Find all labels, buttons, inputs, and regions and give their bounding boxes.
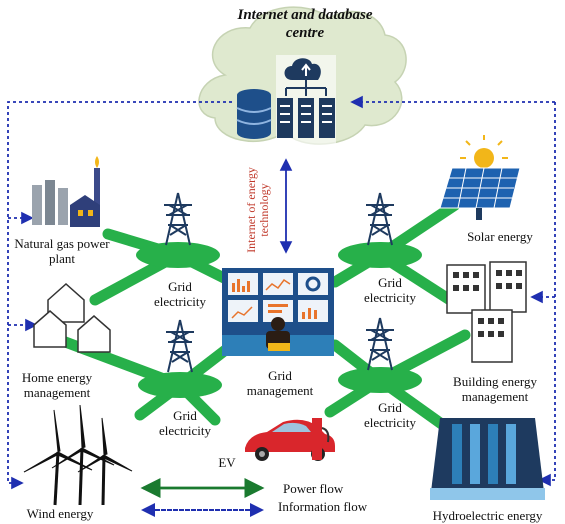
database-icon	[236, 89, 272, 139]
wind-energy-label: Wind energy	[26, 506, 94, 521]
natural-gas-line-2: plant	[49, 251, 75, 266]
ev-car-icon	[245, 418, 335, 461]
internet-of-energy-label: Internet of energy technology	[244, 150, 275, 270]
electricity-word: electricity	[364, 290, 416, 305]
electricity-word: electricity	[364, 415, 416, 430]
hydroelectric-energy-label: Hydroelectric energy	[432, 508, 543, 523]
building-line-2: management	[461, 389, 529, 404]
solar-panel-icon	[439, 135, 521, 220]
title-line-2: centre	[285, 25, 325, 41]
control-room-icon	[222, 268, 334, 356]
home-line-1: Home energy	[21, 370, 93, 385]
home-energy-label: Home energy management	[2, 370, 112, 400]
internet-database-title: Internet and database centre	[205, 6, 405, 42]
legend-information-flow-label: Information flow	[278, 499, 368, 514]
grid-word: Grid	[173, 408, 197, 423]
wind-turbine-icons	[23, 404, 133, 506]
grid-electricity-label-top-left: Grid electricity	[145, 279, 215, 309]
natural-gas-plant-label: Natural gas power plant	[2, 236, 122, 266]
houses-icon	[33, 282, 111, 353]
information-flow-lines	[7, 95, 556, 490]
iot-line-2: technology	[257, 183, 271, 237]
grid-electricity-label-bottom-left: Grid electricity	[150, 408, 220, 438]
title-line-1: Internet and database	[237, 7, 373, 23]
grid-node-ellipses	[136, 242, 422, 398]
grid-electricity-label-bottom-right: Grid electricity	[355, 400, 425, 430]
transmission-tower-icons	[164, 192, 394, 373]
hydro-dam-icon	[430, 418, 545, 500]
grid-word: Grid	[378, 400, 402, 415]
buildings-icon	[446, 261, 527, 363]
natural-gas-line-1: Natural gas power	[14, 236, 110, 251]
home-line-2: management	[23, 385, 91, 400]
building-energy-label: Building energy management	[430, 374, 560, 404]
grid-management-label: Grid management	[235, 368, 325, 398]
natural-gas-plant-icon	[32, 156, 100, 227]
grid-electricity-label-top-right: Grid electricity	[355, 275, 425, 305]
solar-energy-label: Solar energy	[467, 229, 533, 244]
cloud-server-icon	[276, 55, 336, 145]
grid-word: Grid	[168, 279, 192, 294]
management-word: management	[246, 383, 314, 398]
grid-word: Grid	[378, 275, 402, 290]
electricity-word: electricity	[159, 423, 211, 438]
ev-label: EV	[218, 455, 236, 470]
grid-word: Grid	[268, 368, 292, 383]
electricity-word: electricity	[154, 294, 206, 309]
legend-power-flow-label: Power flow	[283, 481, 344, 496]
building-line-1: Building energy	[453, 374, 537, 389]
